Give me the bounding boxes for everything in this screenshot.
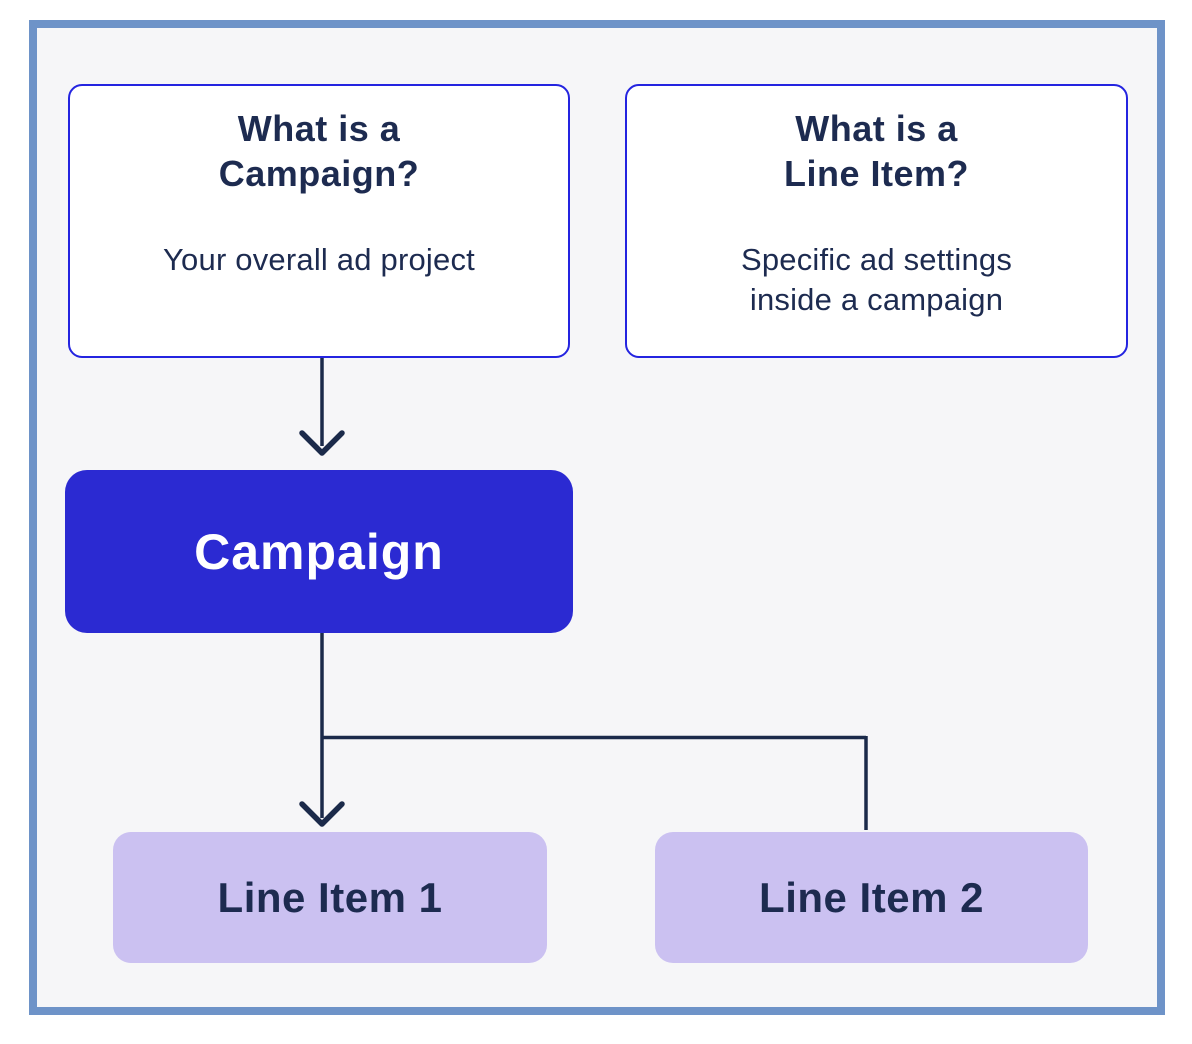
node-line-item-1: Line Item 1: [113, 832, 547, 963]
node-campaign: Campaign: [65, 470, 573, 633]
node-line-item-2-label: Line Item 2: [759, 873, 984, 921]
node-campaign-label: Campaign: [194, 523, 444, 580]
node-line-item-2: Line Item 2: [655, 832, 1088, 963]
card-description-line-item: Specific ad settings inside a campaign: [740, 242, 1013, 318]
card-title-campaign: What is a Campaign?: [218, 108, 420, 194]
info-card-line-item: What is a Line Item? Specific ad setting…: [625, 84, 1128, 358]
card-title-line-item: What is a Line Item?: [783, 108, 970, 194]
node-line-item-1-label: Line Item 1: [217, 873, 443, 921]
info-card-campaign: What is a Campaign? Your overall ad proj…: [68, 84, 570, 358]
card-description-campaign: Your overall ad project: [163, 242, 475, 277]
